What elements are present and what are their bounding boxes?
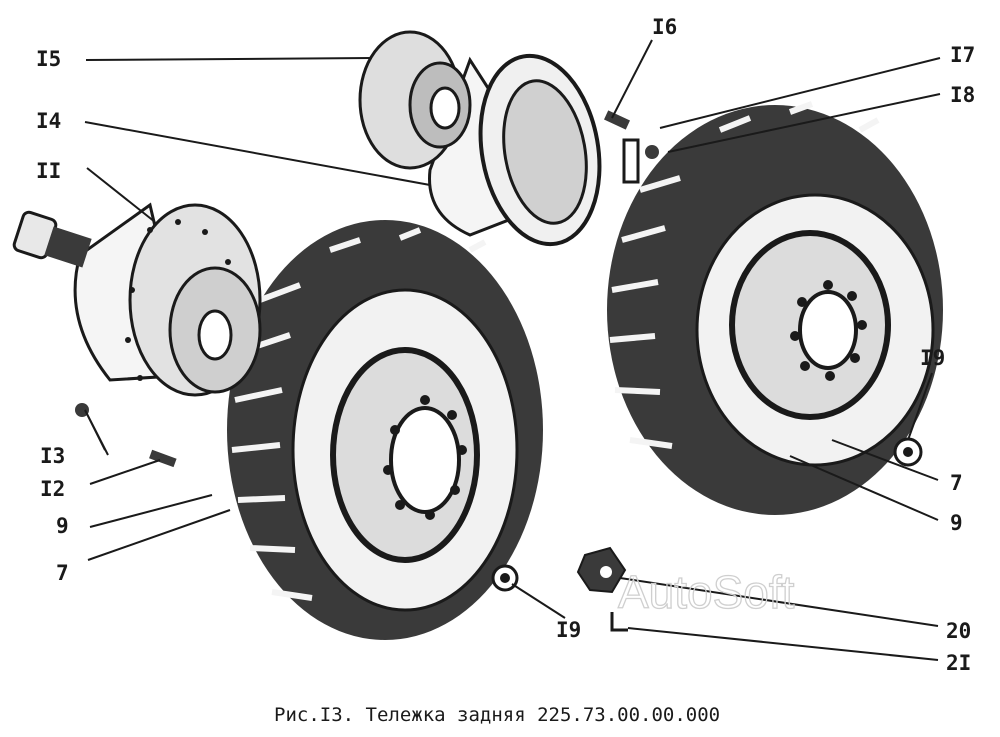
callout-9-right: 9 [950, 511, 963, 535]
hub-bore [197, 309, 233, 361]
right-hub-hole [798, 290, 858, 370]
callout-7-left: 7 [56, 561, 69, 585]
watermark: AutoSoft [618, 566, 795, 618]
callout-12: I2 [40, 477, 65, 501]
callout-21: 2I [946, 651, 971, 675]
nut-i8 [645, 145, 659, 159]
axle-shaft-end [12, 210, 92, 268]
hub-drum [73, 202, 262, 397]
callout-19-right: I9 [920, 346, 945, 370]
wheel-hub-i5 [358, 30, 472, 170]
callout-20: 20 [946, 619, 971, 643]
callout-16: I6 [652, 15, 677, 39]
pin-21 [610, 612, 628, 632]
cap-nut-20 [576, 546, 627, 594]
left-tyre-tread [231, 227, 487, 601]
nut-i9-right [893, 437, 923, 467]
left-stud-holes [383, 395, 467, 520]
right-tyre-tread [609, 101, 880, 449]
callout-18: I8 [950, 83, 975, 107]
stud-i2 [149, 449, 177, 468]
left-wheel [227, 220, 543, 640]
nut-i3 [75, 403, 89, 417]
callout-11: II [36, 159, 61, 183]
callout-7-right: 7 [950, 471, 963, 495]
callout-9-left: 9 [56, 514, 69, 538]
plate-i7 [622, 138, 640, 184]
figure-caption: Рис.I3. Тележка задняя 225.73.00.00.000 [274, 704, 720, 726]
right-wheel [607, 101, 943, 515]
callout-labels: I5 I4 II I3 I2 9 7 I6 I7 I8 I9 7 9 I9 20… [36, 15, 975, 675]
nut-i9-bottom [491, 564, 519, 592]
right-stud-holes [790, 280, 867, 381]
leader-lines [84, 39, 941, 661]
callout-17: I7 [950, 43, 975, 67]
callout-15: I5 [36, 47, 61, 71]
callout-19-bottom: I9 [556, 618, 581, 642]
left-hub-hole [389, 406, 461, 514]
callout-14: I4 [36, 109, 61, 133]
callout-13: I3 [40, 444, 65, 468]
stud-i6 [604, 110, 630, 130]
